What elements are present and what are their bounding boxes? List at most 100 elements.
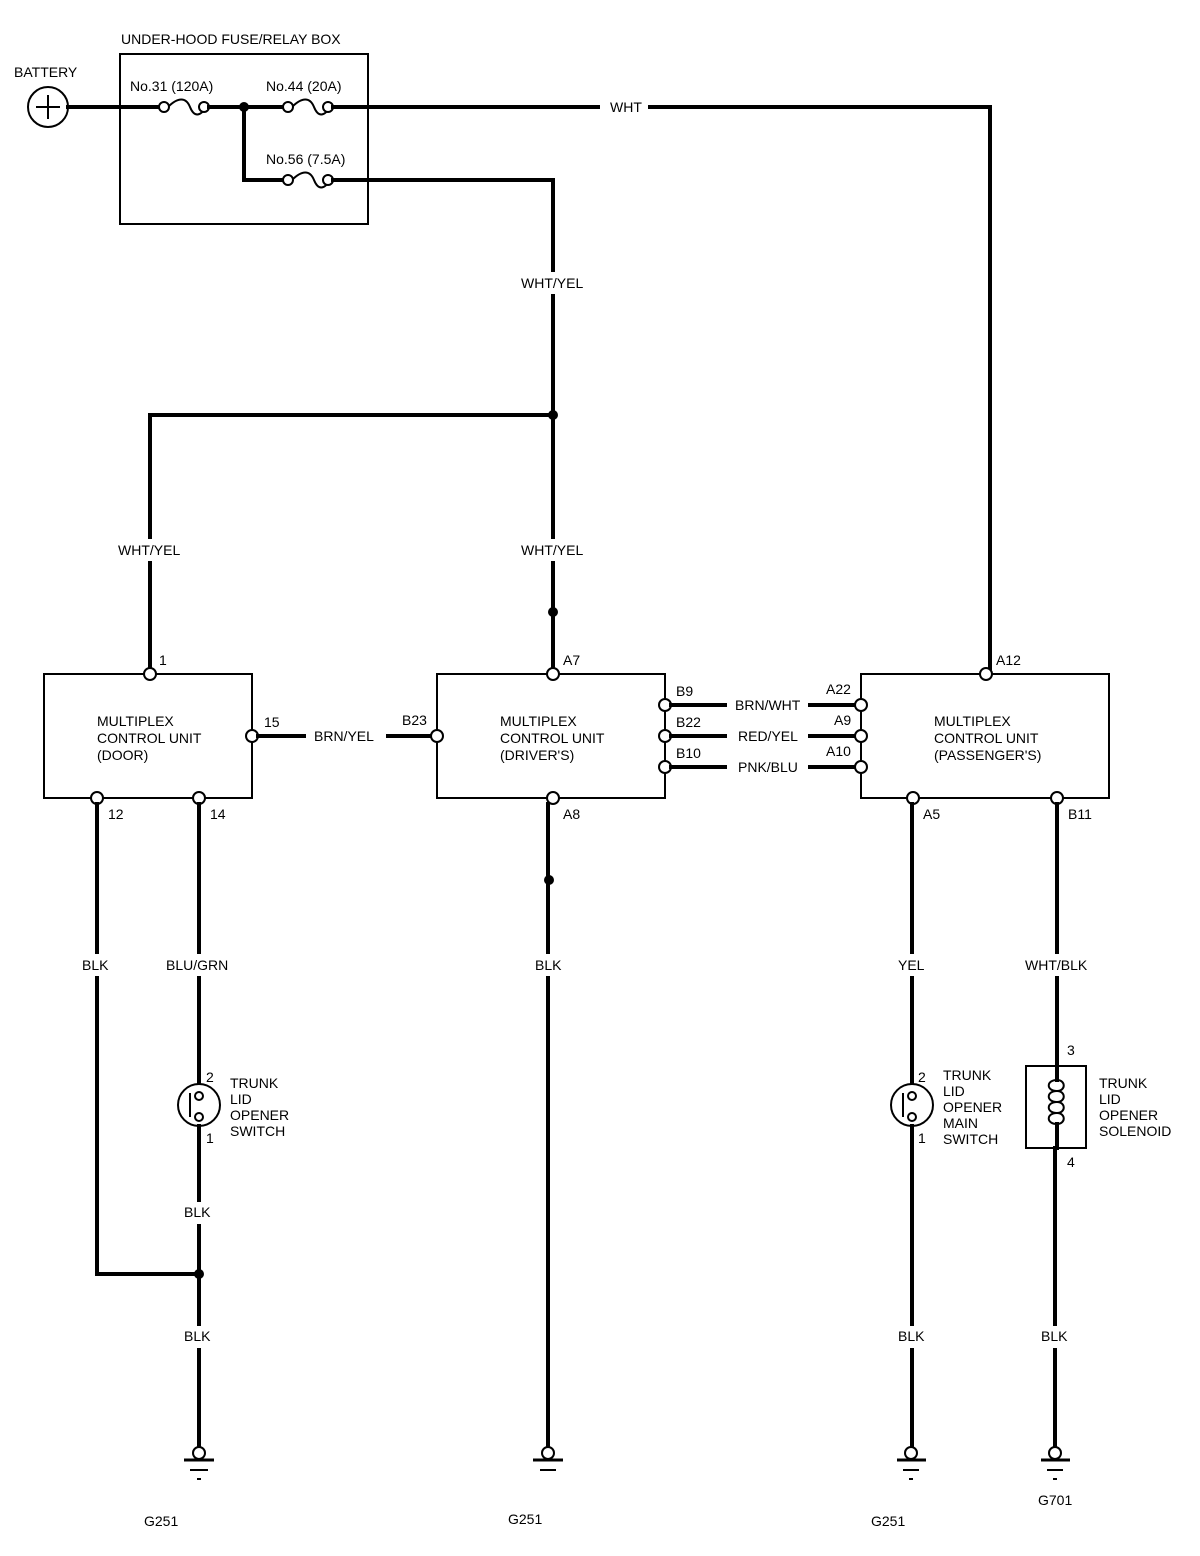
multiplex-control-unit-passenger: MULTIPLEX CONTROL UNIT (PASSENGER'S) A12… xyxy=(826,652,1110,822)
fuse-56: No.56 (7.5A) xyxy=(266,151,345,189)
pin-terminal xyxy=(854,760,868,774)
ground-label: G701 xyxy=(1038,1492,1072,1508)
label-bg xyxy=(1037,1326,1075,1348)
ground-icon xyxy=(184,1446,214,1480)
multiplex-control-unit-driver: MULTIPLEX CONTROL UNIT (DRIVER'S) A7 B23… xyxy=(402,652,701,822)
ground-icon xyxy=(1041,1446,1070,1480)
wire-wht-yel: WHT/YEL WHT/YEL WHT/YEL xyxy=(115,178,588,670)
label-bg xyxy=(894,954,932,976)
wire-label-brn-wht: BRN/WHT xyxy=(735,697,801,713)
wire-label-blu-grn: BLU/GRN xyxy=(166,957,228,973)
trunk-lid-opener-solenoid: 3 4 TRUNK LID OPENER SOLENOID xyxy=(1025,1042,1171,1170)
unit-label-line: (PASSENGER'S) xyxy=(934,747,1041,763)
component-label-line: TRUNK xyxy=(1099,1075,1148,1091)
label-bg xyxy=(894,1326,932,1348)
pin-label: 1 xyxy=(206,1130,214,1146)
pin-label: A5 xyxy=(923,806,940,822)
wire-label-wht-yel-mid: WHT/YEL xyxy=(521,542,583,558)
component-label-line: SOLENOID xyxy=(1099,1123,1171,1139)
pin-label: 2 xyxy=(918,1069,926,1085)
fuse-44: No.44 (20A) xyxy=(266,78,341,116)
pin-label: A22 xyxy=(826,681,851,697)
unit-outline xyxy=(436,673,666,799)
label-bg xyxy=(600,96,648,118)
pin-label: 2 xyxy=(206,1069,214,1085)
wire-pnk-blu: PNK/BLU xyxy=(669,759,857,775)
component-label-line: LID xyxy=(1099,1091,1121,1107)
fuse-relay-box: UNDER-HOOD FUSE/RELAY BOX No.31 (120A) N… xyxy=(66,31,369,225)
pin-label: B11 xyxy=(1068,806,1092,822)
pin-label: A12 xyxy=(996,652,1021,668)
pin-label: 12 xyxy=(108,806,124,822)
wire-label-wht-yel-top: WHT/YEL xyxy=(521,275,583,291)
pin-terminal xyxy=(143,667,157,681)
wire-label-brn-yel: BRN/YEL xyxy=(314,728,374,744)
component-label-line: SWITCH xyxy=(230,1123,285,1139)
pin-terminal xyxy=(854,729,868,743)
ground-icon xyxy=(533,1446,563,1471)
unit-label-line: MULTIPLEX xyxy=(500,713,577,729)
fuse-box-title: UNDER-HOOD FUSE/RELAY BOX xyxy=(121,31,341,47)
unit-label-line: MULTIPLEX xyxy=(97,713,174,729)
label-bg xyxy=(180,1202,218,1224)
pin-label: B9 xyxy=(676,683,693,699)
pin-label: A8 xyxy=(563,806,580,822)
multiplex-control-unit-door: MULTIPLEX CONTROL UNIT (DOOR) 1 15 12 14 xyxy=(43,652,280,822)
wire-blk-door-ground: BLK BLK xyxy=(180,1124,218,1450)
label-bg xyxy=(78,954,116,976)
ground-g251-driver: G251 xyxy=(508,1446,563,1527)
battery-label: BATTERY xyxy=(14,64,78,80)
wire-label-blk: BLK xyxy=(82,957,109,973)
ground-g251-passenger: G251 xyxy=(871,1446,926,1529)
fuse-icon xyxy=(167,98,207,116)
pin-terminal xyxy=(546,791,560,805)
pin-label: 4 xyxy=(1067,1154,1075,1170)
wire-wht-yel-door-branch xyxy=(148,413,555,670)
fuse-terminal xyxy=(158,101,170,113)
pin-terminal xyxy=(546,667,560,681)
pin-label: 3 xyxy=(1067,1042,1075,1058)
component-label-line: OPENER xyxy=(943,1099,1002,1115)
wire-label-wht-blk: WHT/BLK xyxy=(1025,957,1088,973)
wire-label-red-yel: RED/YEL xyxy=(738,728,798,744)
wire-blk-driver: BLK xyxy=(530,802,568,1450)
trunk-lid-opener-main-switch: 2 1 TRUNK LID OPENER MAIN SWITCH xyxy=(890,1067,1002,1147)
unit-label-line: (DRIVER'S) xyxy=(500,747,574,763)
pin-terminal xyxy=(430,729,444,743)
wire-fuse-56-branch xyxy=(242,105,286,182)
switch-terminal xyxy=(907,1112,917,1122)
label-bg xyxy=(518,272,588,294)
label-bg xyxy=(518,539,588,561)
coil-icon xyxy=(1047,1079,1065,1125)
wire-label-blk: BLK xyxy=(184,1204,211,1220)
wire-label-wht-yel-left: WHT/YEL xyxy=(118,542,180,558)
wire-label-blk: BLK xyxy=(535,957,562,973)
connector-dot xyxy=(544,875,554,885)
fuse-icon xyxy=(291,171,331,189)
label-bg xyxy=(115,539,185,561)
label-bg xyxy=(530,954,568,976)
switch-terminal xyxy=(194,1091,204,1101)
label-bg xyxy=(160,954,238,976)
ground-g701: G701 xyxy=(1038,1446,1072,1508)
pin-label: 15 xyxy=(264,714,280,730)
unit-label-line: (DOOR) xyxy=(97,747,148,763)
connector-dot xyxy=(548,607,558,617)
pin-label: B23 xyxy=(402,712,427,728)
component-label-line: OPENER xyxy=(1099,1107,1158,1123)
pin-label: A7 xyxy=(563,652,580,668)
component-label-line: TRUNK xyxy=(230,1075,279,1091)
ground-label: G251 xyxy=(508,1511,542,1527)
wire-blk-door-12: BLK xyxy=(78,802,201,1276)
component-label-line: OPENER xyxy=(230,1107,289,1123)
wire-blu-grn: BLU/GRN xyxy=(160,802,238,1084)
wire-brn-wht: BRN/WHT xyxy=(669,697,857,713)
wire-wht-blk: WHT/BLK xyxy=(1022,802,1094,1068)
fuse-terminal xyxy=(282,174,294,186)
component-label-line: LID xyxy=(943,1083,965,1099)
wire-blk-main-switch: BLK xyxy=(894,1124,932,1450)
unit-label-line: CONTROL UNIT xyxy=(934,730,1039,746)
pin-label: 1 xyxy=(918,1130,926,1146)
wire-red-yel: RED/YEL xyxy=(669,728,857,744)
